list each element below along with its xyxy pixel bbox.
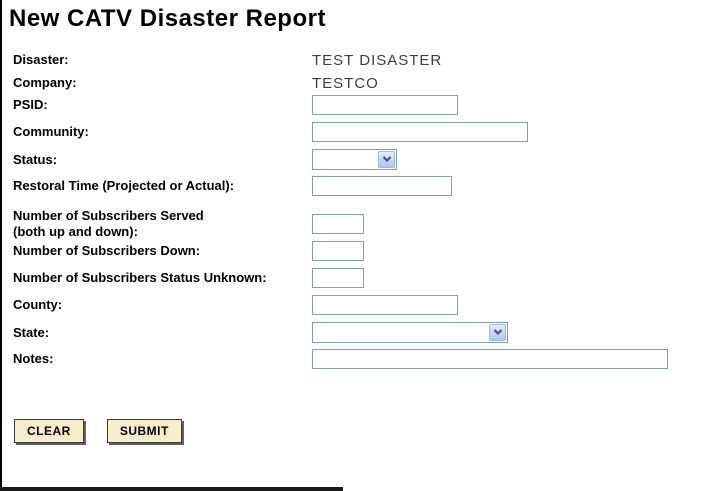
notes-label: Notes: (13, 351, 54, 366)
status-select[interactable] (312, 149, 397, 170)
psid-input[interactable] (312, 95, 458, 115)
form-row-community: Community: (13, 122, 704, 142)
company-value: TESTCO (312, 74, 379, 92)
chevron-down-icon[interactable] (489, 324, 506, 341)
disaster-report-form: Disaster: TEST DISASTER Company: TESTCO … (13, 52, 704, 443)
subscribers-down-input[interactable] (312, 241, 364, 261)
psid-label: PSID: (13, 97, 48, 112)
community-label: Community: (13, 124, 89, 139)
county-label: County: (13, 297, 63, 312)
form-row-restoral-time: Restoral Time (Projected or Actual): (13, 176, 704, 196)
county-input[interactable] (312, 295, 458, 315)
submit-button[interactable]: SUBMIT (106, 419, 182, 443)
form-row-company: Company: TESTCO (13, 74, 704, 92)
form-row-subscribers-down: Number of Subscribers Down: (13, 241, 704, 261)
restoral-time-input[interactable] (312, 176, 452, 196)
community-input[interactable] (312, 122, 528, 142)
subscribers-served-label: Number of Subscribers Served (both up an… (13, 208, 204, 239)
state-label: State: (13, 324, 50, 340)
clear-button[interactable]: CLEAR (14, 419, 84, 443)
chevron-down-icon[interactable] (378, 151, 395, 168)
form-row-psid: PSID: (13, 95, 704, 115)
form-row-status: Status: (13, 149, 704, 170)
disaster-value: TEST DISASTER (312, 51, 443, 69)
page-title: New CATV Disaster Report (9, 5, 326, 32)
form-row-state: State: (13, 322, 704, 343)
restoral-time-label: Restoral Time (Projected or Actual): (13, 178, 235, 193)
subscribers-unknown-label: Number of Subscribers Status Unknown: (13, 270, 267, 285)
form-row-notes: Notes: (13, 349, 704, 369)
disaster-label: Disaster: (13, 52, 69, 67)
company-label: Company: (13, 75, 77, 90)
frame-border-left (0, 0, 2, 491)
button-row: CLEAR SUBMIT (13, 419, 704, 443)
subscribers-unknown-input[interactable] (312, 268, 364, 288)
subscribers-served-input[interactable] (312, 214, 364, 234)
form-row-disaster: Disaster: TEST DISASTER (13, 51, 704, 69)
form-row-subscribers-unknown: Number of Subscribers Status Unknown: (13, 268, 704, 288)
form-row-county: County: (13, 295, 704, 315)
state-select[interactable] (312, 322, 508, 343)
report-form-page: New CATV Disaster Report Disaster: TEST … (9, 5, 704, 443)
notes-input[interactable] (312, 349, 668, 369)
frame-border-bottom (0, 487, 343, 491)
form-row-subscribers-served: Number of Subscribers Served (both up an… (13, 208, 704, 240)
subscribers-down-label: Number of Subscribers Down: (13, 243, 201, 258)
status-label: Status: (13, 151, 58, 167)
